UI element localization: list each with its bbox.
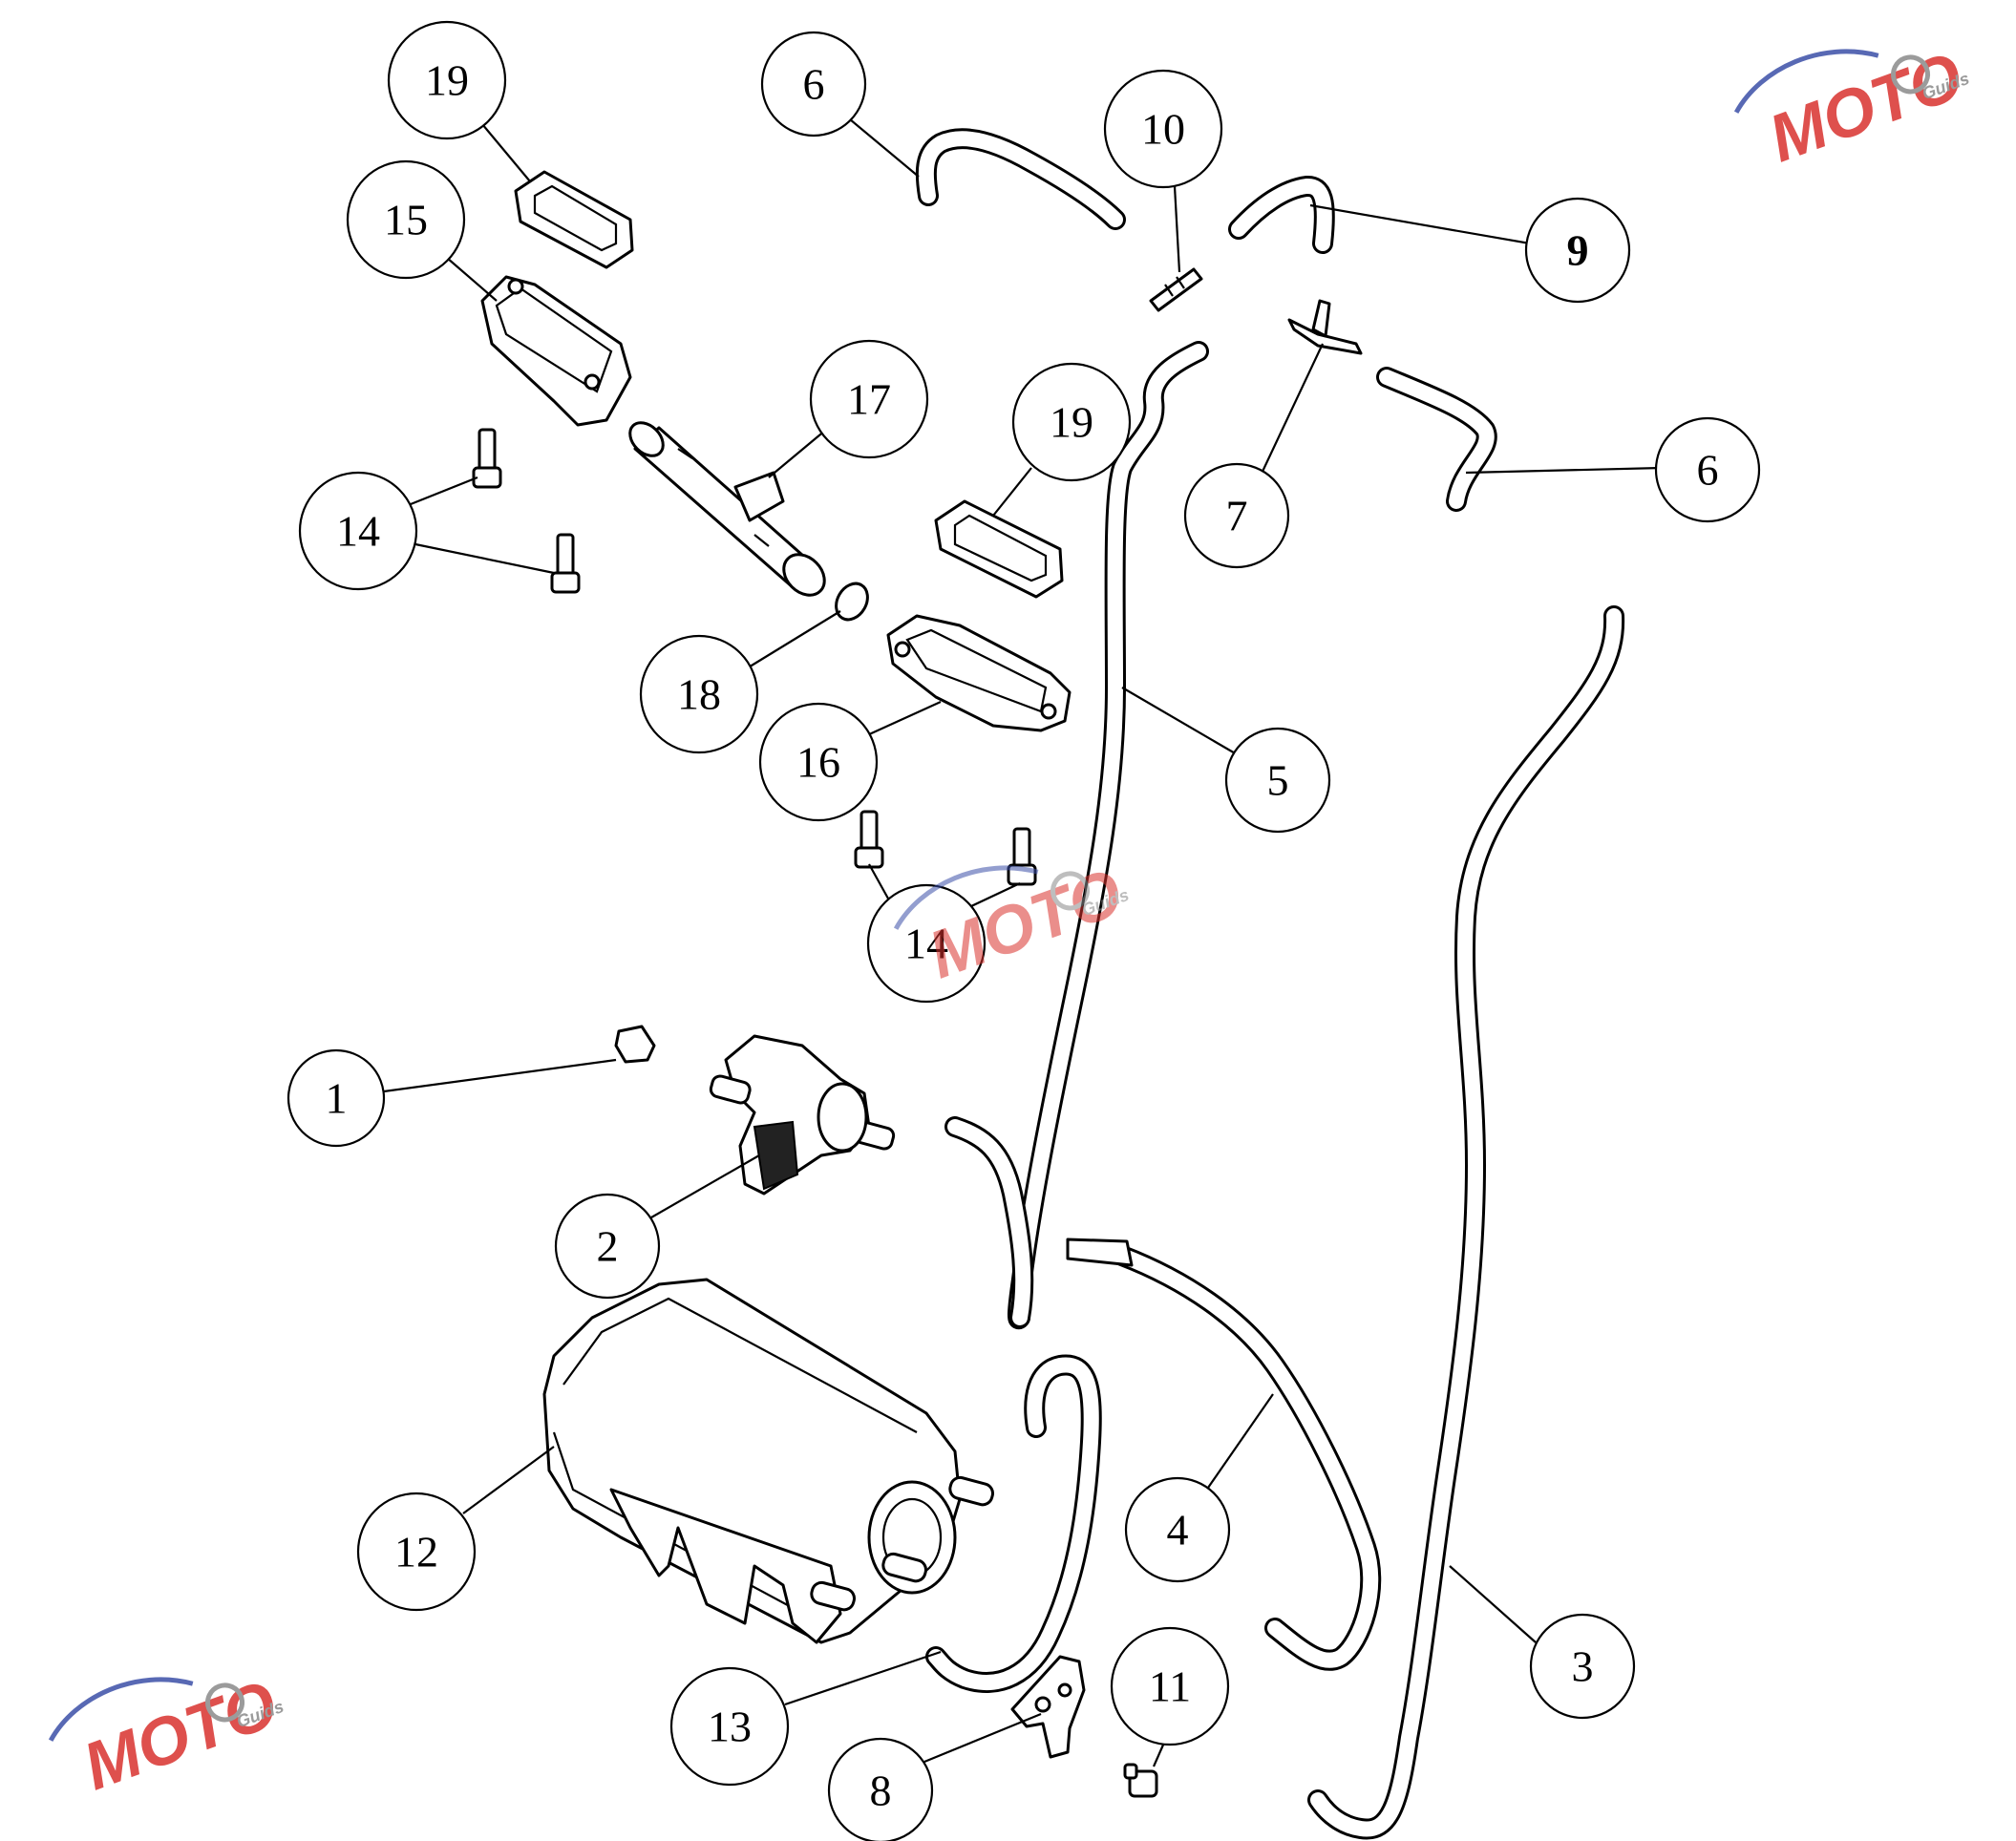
- hose-3: [1307, 605, 1625, 1840]
- y-connector-7: [1287, 299, 1363, 355]
- svg-text:12: 12: [394, 1528, 438, 1576]
- hose-13: [925, 1354, 1102, 1693]
- svg-text:17: 17: [847, 375, 891, 424]
- svg-text:6: 6: [1697, 446, 1719, 495]
- svg-text:5: 5: [1267, 756, 1289, 805]
- bolt-14-d: [1007, 827, 1037, 886]
- callout-16: 16: [758, 702, 879, 822]
- svg-text:6: 6: [803, 60, 825, 109]
- callout-2: 2: [554, 1193, 661, 1300]
- callout-4: 4: [1124, 1476, 1231, 1583]
- gasket-19-middle: [934, 499, 1064, 599]
- callout-6-top: 6: [760, 31, 867, 138]
- bolt-14-a: [472, 428, 502, 489]
- callout-5: 5: [1224, 727, 1331, 834]
- watermark-brand: MOTO: [1759, 38, 1972, 177]
- gasket-19-top: [514, 170, 634, 269]
- callout-19-top: 19: [387, 20, 507, 140]
- hose-4: [1066, 1238, 1382, 1671]
- svg-text:15: 15: [384, 196, 428, 244]
- gear-icon: [1050, 871, 1091, 911]
- gear-icon: [205, 1682, 245, 1723]
- bolt-11: [1123, 1763, 1158, 1798]
- gear-icon: [1891, 54, 1931, 95]
- watermark-top-right: MOTO Guids: [1733, 38, 1972, 177]
- cover-16: [886, 614, 1072, 732]
- svg-text:14: 14: [904, 920, 948, 968]
- callout-14-middle: 14: [866, 883, 987, 1004]
- svg-text:1: 1: [326, 1074, 348, 1123]
- callout-12: 12: [356, 1492, 477, 1612]
- o-ring-18: [835, 582, 869, 622]
- svg-text:8: 8: [870, 1767, 892, 1815]
- callout-3: 3: [1529, 1613, 1636, 1720]
- callout-6-right: 6: [1654, 416, 1761, 523]
- svg-text:11: 11: [1149, 1662, 1191, 1711]
- svg-text:7: 7: [1226, 492, 1248, 540]
- callouts: 19 15 6 10 9 17 19 7: [286, 20, 1761, 1841]
- hoses: [915, 128, 1625, 1840]
- bracket-8: [1010, 1655, 1086, 1759]
- callout-8: 8: [827, 1737, 934, 1841]
- bolt-14-c: [854, 810, 884, 869]
- svg-text:18: 18: [677, 670, 721, 719]
- callout-18: 18: [639, 634, 759, 754]
- purge-valve-2: [709, 1034, 896, 1196]
- svg-text:14: 14: [336, 507, 380, 556]
- callout-7: 7: [1183, 462, 1290, 569]
- callout-11: 11: [1110, 1626, 1230, 1746]
- hose-5: [944, 341, 1209, 1330]
- svg-text:19: 19: [1050, 398, 1093, 447]
- watermark-brand: MOTO: [74, 1666, 286, 1805]
- hose-9: [1228, 176, 1335, 254]
- svg-text:9: 9: [1567, 226, 1589, 275]
- fitting-10: [1149, 267, 1203, 312]
- hose-6-top: [915, 128, 1126, 230]
- callout-10: 10: [1103, 69, 1223, 189]
- cover-15: [480, 275, 632, 427]
- svg-text:13: 13: [708, 1703, 752, 1751]
- bolt-14-b: [550, 533, 581, 594]
- svg-text:10: 10: [1141, 105, 1185, 154]
- callout-1: 1: [286, 1048, 386, 1148]
- watermark-bottom-left: MOTO Guids: [48, 1666, 286, 1805]
- hose-6-right: [1376, 367, 1497, 512]
- parts: [472, 170, 1363, 1798]
- svg-text:2: 2: [597, 1222, 619, 1271]
- svg-text:19: 19: [425, 56, 469, 105]
- cap-1: [614, 1025, 656, 1064]
- svg-text:4: 4: [1167, 1506, 1189, 1555]
- callout-9: 9: [1524, 197, 1631, 304]
- callout-19-middle: 19: [1011, 362, 1132, 482]
- svg-text:16: 16: [796, 738, 840, 787]
- svg-text:3: 3: [1572, 1642, 1594, 1691]
- callout-17: 17: [809, 339, 929, 459]
- callout-14-left: 14: [298, 471, 418, 591]
- canister-12: [542, 1278, 994, 1644]
- tee-pipe-17: [628, 421, 826, 597]
- callout-13: 13: [669, 1666, 790, 1787]
- callout-15: 15: [346, 159, 466, 280]
